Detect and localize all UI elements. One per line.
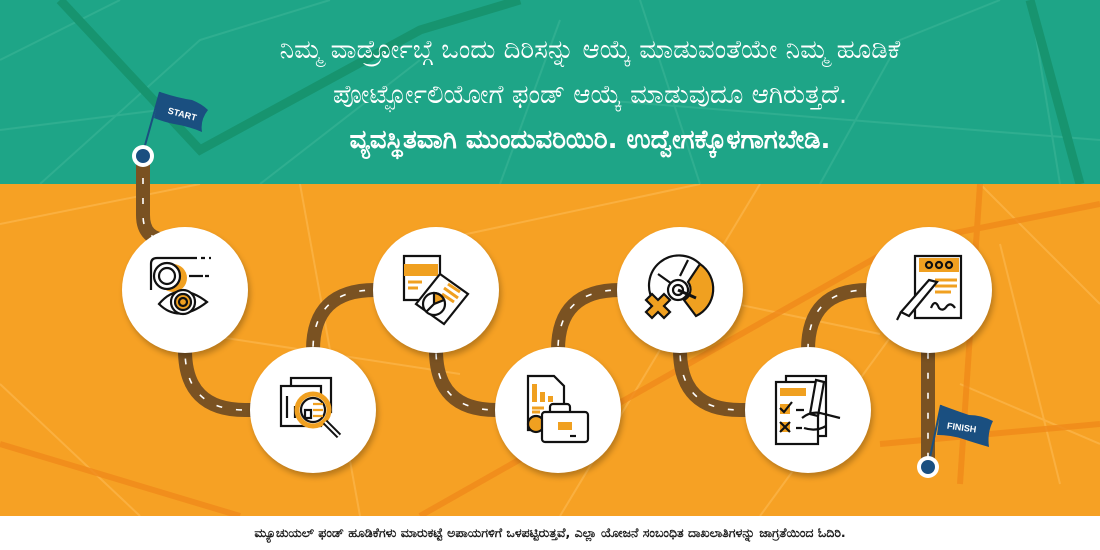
step-2-circle — [250, 347, 376, 473]
eye-gear-icon — [149, 256, 211, 316]
briefcase-report-icon — [526, 374, 590, 444]
headline: ನಿಮ್ಮ ವಾರ್ಡ್ರೋಬ್ಗೆ ಒಂದು ದಿರಿಸನ್ನು ಆಯ್ಕೆ … — [150, 28, 1030, 163]
headline-line-2: ಪೋರ್ಟ್ಫೋಲಿಯೋಗೆ ಫಂಡ್ ಆಯ್ಕೆ ಮಾಡುವುದೂ ಆಗಿರು… — [332, 80, 848, 110]
target-gauge-icon — [644, 254, 715, 320]
step-3-circle — [373, 227, 499, 353]
start-marker: START — [118, 82, 218, 176]
documents-pie-chart-icon — [402, 254, 470, 326]
finish-flag-label: FINISH — [946, 421, 977, 435]
magnifier-report-icon — [279, 376, 342, 439]
contract-signature-icon — [896, 254, 963, 321]
checklist-hand-icon — [774, 374, 841, 446]
finish-marker: FINISH — [905, 393, 1005, 487]
step-1-circle — [122, 227, 248, 353]
step-5-circle — [617, 227, 743, 353]
map-lines-top — [0, 0, 1100, 184]
step-7-circle — [866, 227, 992, 353]
step-4-circle — [495, 347, 621, 473]
step-6-circle — [745, 347, 871, 473]
footer-disclaimer: ಮ್ಯೂಚುಯಲ್ ಫಂಡ್ ಹೂಡಿಕೆಗಳು ಮಾರುಕಟ್ಟೆ ಅಪಾಯಗ… — [254, 525, 846, 540]
header-band: ನಿಮ್ಮ ವಾರ್ಡ್ರೋಬ್ಗೆ ಒಂದು ದಿರಿಸನ್ನು ಆಯ್ಕೆ … — [0, 0, 1100, 184]
footer: ಮ್ಯೂಚುಯಲ್ ಫಂಡ್ ಹೂಡಿಕೆಗಳು ಮಾರುಕಟ್ಟೆ ಅಪಾಯಗ… — [0, 516, 1100, 550]
headline-line-1: ನಿಮ್ಮ ವಾರ್ಡ್ರೋಬ್ಗೆ ಒಂದು ದಿರಿಸನ್ನು ಆಯ್ಕೆ … — [279, 35, 901, 65]
headline-line-3: ವ್ಯವಸ್ಥಿತವಾಗಿ ಮುಂದುವರಿಯಿರಿ. ಉದ್ವೇಗಕ್ಕೊಳಗ… — [349, 125, 831, 155]
